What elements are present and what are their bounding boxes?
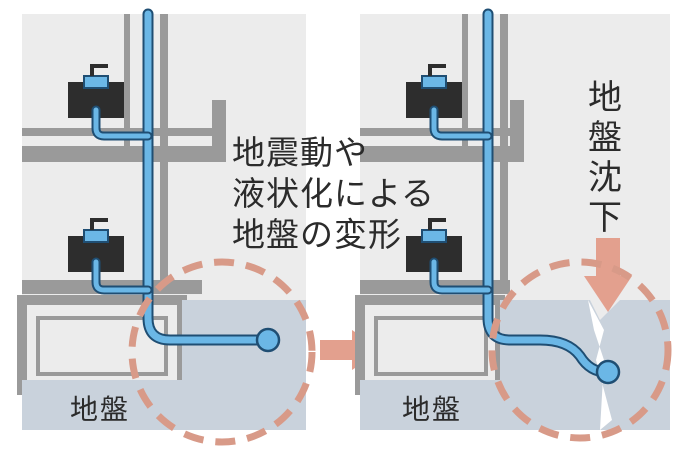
right-column xyxy=(462,14,468,154)
left-floor-slab xyxy=(22,146,212,162)
caption-line: 液状化による xyxy=(232,174,436,213)
caption-line: 地盤の変形 xyxy=(232,215,402,254)
focus-circle-left xyxy=(128,258,316,446)
caption-char: 沈 xyxy=(588,158,622,198)
right-basement-inner xyxy=(374,316,488,376)
right-column xyxy=(510,100,524,162)
right-floor-slab xyxy=(360,146,510,162)
caption-earthquake-deformation: 地震動や 液状化による 地盤の変形 xyxy=(232,132,435,255)
ground-label-right: 地盤 xyxy=(402,393,463,426)
caption-char: 盤 xyxy=(588,118,622,158)
subsidence-arrow-icon xyxy=(584,238,632,312)
caption-line: 地震動や xyxy=(232,133,368,172)
focus-circle-right xyxy=(488,258,672,442)
left-building-panel xyxy=(17,8,316,446)
water-pipe-icon xyxy=(91,8,272,346)
right-building-panel xyxy=(355,8,672,442)
left-column xyxy=(160,14,168,294)
left-column xyxy=(212,100,226,162)
left-ground xyxy=(182,300,306,430)
left-column xyxy=(124,14,130,154)
sink-icon xyxy=(68,64,124,118)
ground-label-left: 地盤 xyxy=(70,393,131,426)
caption-char: 地 xyxy=(588,78,622,118)
caption-ground-subsidence: 地 盤 沈 下 xyxy=(585,78,625,238)
caption-char: 下 xyxy=(588,198,622,238)
pipe-end-cap xyxy=(595,359,621,385)
pipe-end-cap xyxy=(255,327,281,353)
right-column xyxy=(500,14,508,294)
